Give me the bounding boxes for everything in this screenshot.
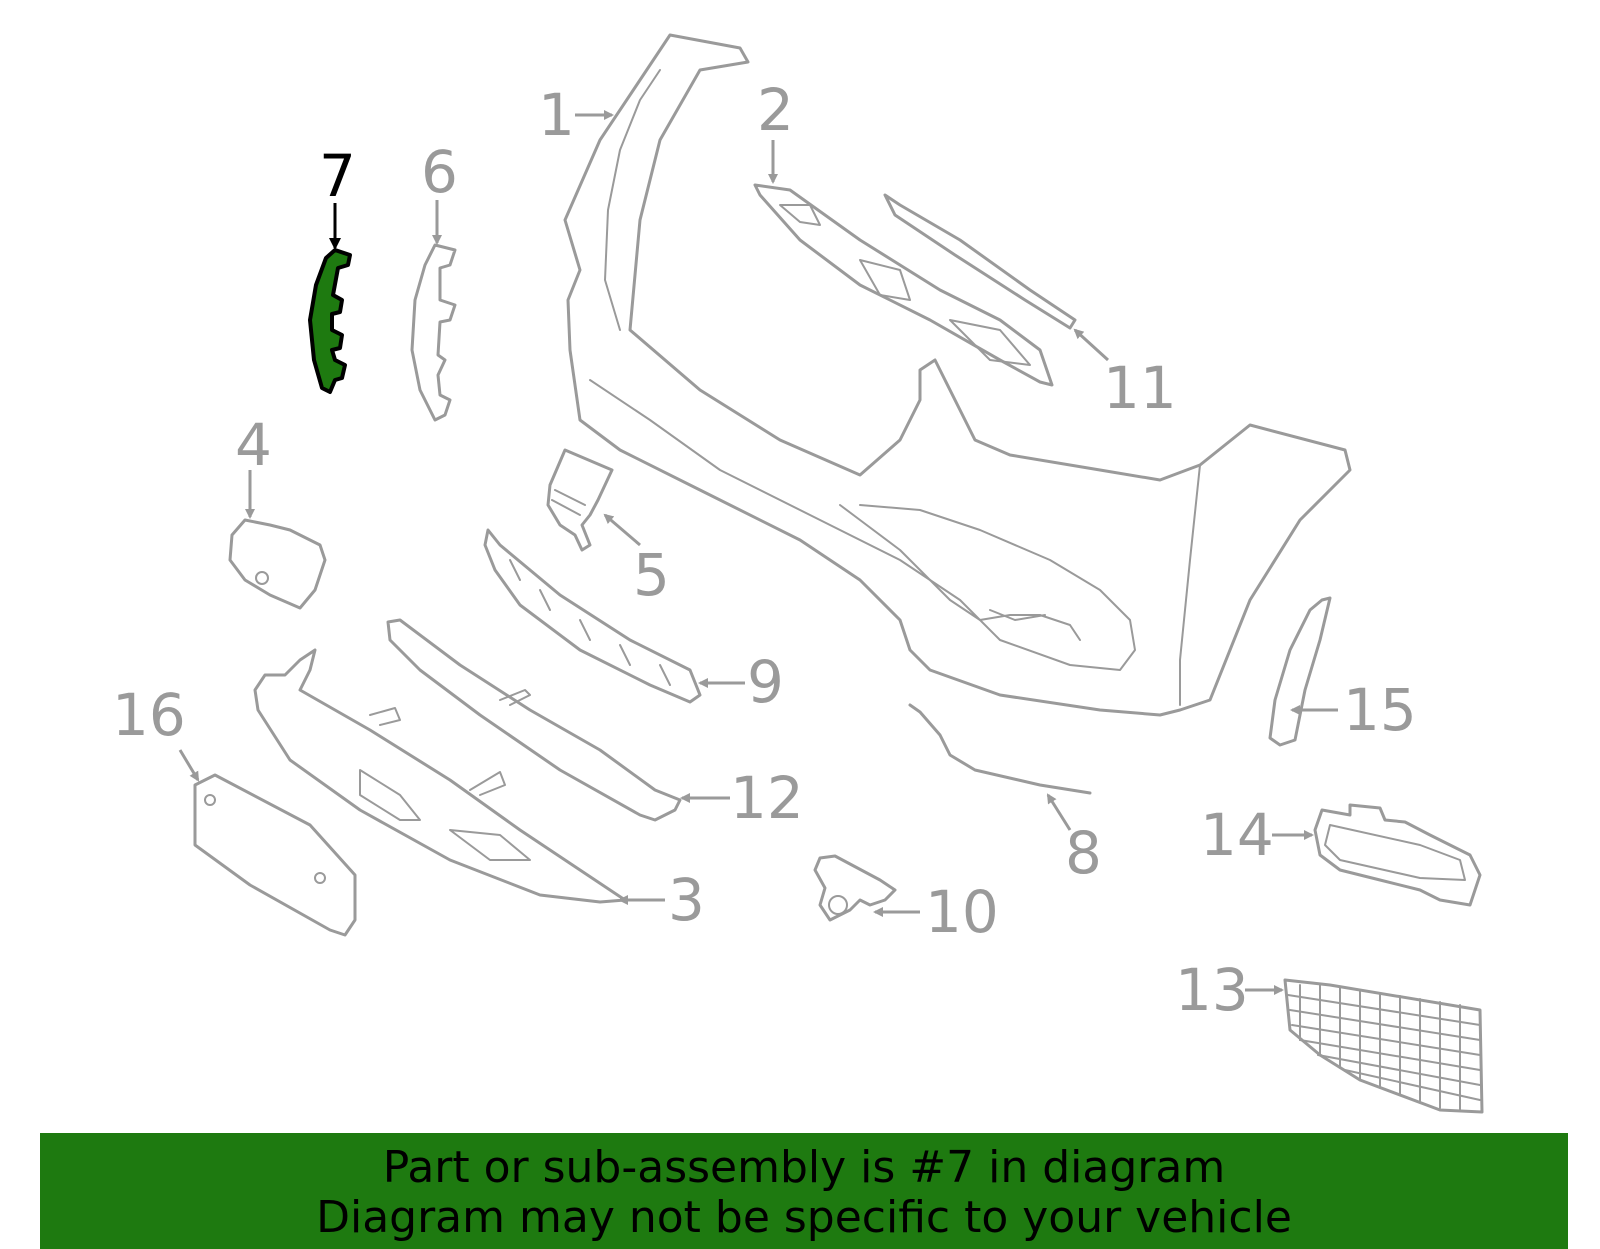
part-13-mesh-grille[interactable] <box>1283 978 1484 1114</box>
part-4-lamp-bezel[interactable] <box>228 518 327 610</box>
callout-9: 9 <box>747 648 784 716</box>
part-16-plate-bracket[interactable] <box>193 773 357 937</box>
part-7-bracket-highlighted[interactable] <box>308 248 352 394</box>
callout-3: 3 <box>668 866 705 934</box>
part-11-upper-strip[interactable] <box>883 193 1077 330</box>
part-2-grille-trim[interactable] <box>753 183 1054 387</box>
part-8-trim-strip[interactable] <box>908 703 1092 795</box>
callout-7-highlighted: 7 <box>319 142 356 210</box>
callout-4: 4 <box>235 411 272 479</box>
callout-1: 1 <box>538 81 575 149</box>
callout-12: 12 <box>730 764 804 832</box>
callout-2: 2 <box>757 76 794 144</box>
part-9-reinforcement[interactable] <box>483 528 702 704</box>
part-12-lower-strip[interactable] <box>386 618 682 822</box>
banner-line-1: Part or sub-assembly is #7 in diagram <box>382 1142 1226 1193</box>
part-1-bumper-cover[interactable] <box>563 33 1352 717</box>
part-5-tow-cover[interactable] <box>546 448 614 552</box>
callout-14: 14 <box>1200 801 1274 869</box>
part-3-lower-grille[interactable] <box>253 648 627 904</box>
callout-11: 11 <box>1103 354 1177 422</box>
callout-8: 8 <box>1065 819 1102 887</box>
callout-13: 13 <box>1175 956 1249 1024</box>
callout-16: 16 <box>112 681 186 749</box>
callout-arrows <box>178 110 1338 995</box>
part-14-fog-bezel[interactable] <box>1313 803 1482 907</box>
callout-labels: 1 2 3 4 5 6 7 8 9 10 11 12 13 14 15 16 <box>112 76 1417 1024</box>
part-6-bracket[interactable] <box>410 243 457 422</box>
part-10-sensor[interactable] <box>813 854 897 922</box>
callout-6: 6 <box>421 138 458 206</box>
banner-line-2: Diagram may not be specific to your vehi… <box>316 1192 1292 1243</box>
info-banner: Part or sub-assembly is #7 in diagram Di… <box>40 1133 1568 1249</box>
part-15-side-trim[interactable] <box>1268 596 1332 747</box>
callout-15: 15 <box>1343 676 1417 744</box>
callout-5: 5 <box>633 541 670 609</box>
callout-10: 10 <box>925 878 999 946</box>
